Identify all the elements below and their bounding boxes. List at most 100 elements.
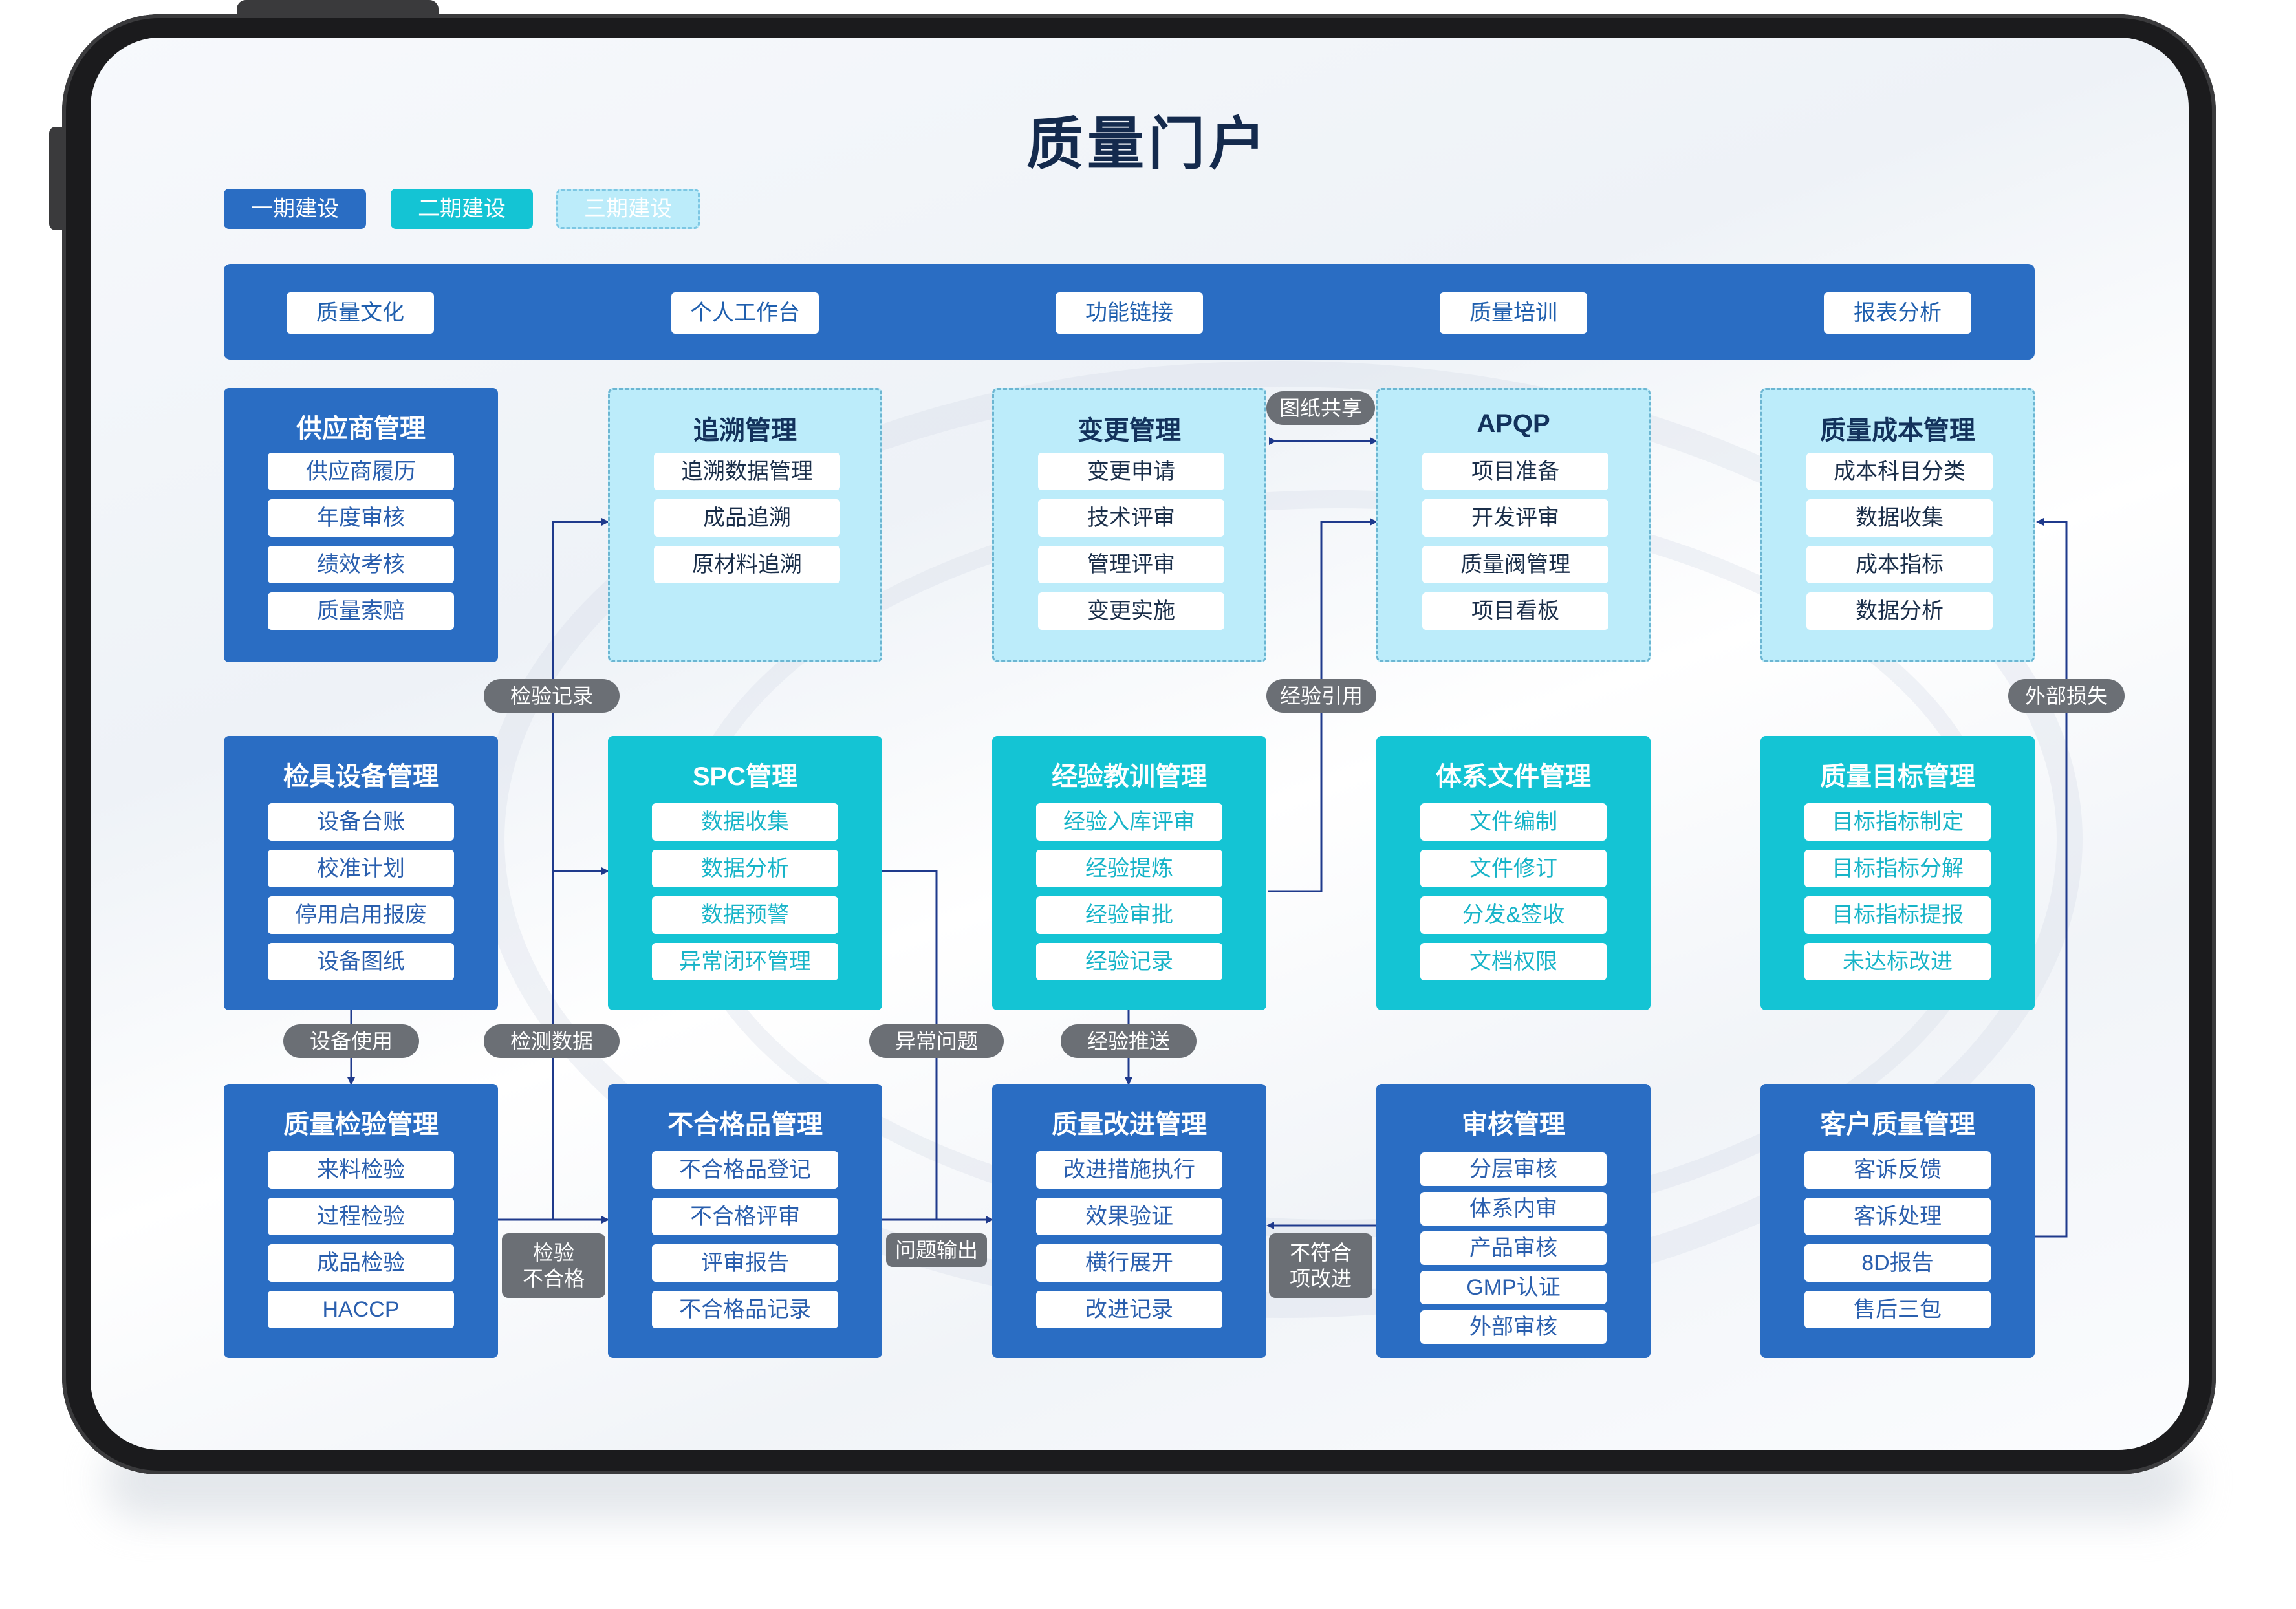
module-item[interactable]: 效果验证: [1036, 1198, 1222, 1235]
label-equipment-use: 设备使用: [283, 1024, 419, 1058]
module-customer-quality[interactable]: 客户质量管理 客诉反馈 客诉处理 8D报告 售后三包: [1760, 1084, 2035, 1358]
module-title: 体系文件管理: [1436, 762, 1591, 791]
module-item[interactable]: 横行展开: [1036, 1244, 1222, 1282]
module-title: 变更管理: [1078, 416, 1181, 445]
module-item[interactable]: 成品检验: [268, 1244, 454, 1282]
module-item[interactable]: 来料检验: [268, 1151, 454, 1189]
module-title: 不合格品管理: [667, 1110, 823, 1139]
module-title: 经验教训管理: [1052, 762, 1207, 791]
module-item[interactable]: 目标指标制定: [1804, 803, 1991, 841]
module-item[interactable]: 技术评审: [1038, 499, 1224, 537]
module-item[interactable]: 变更申请: [1038, 453, 1224, 490]
module-title: SPC管理: [692, 762, 798, 791]
module-item[interactable]: 成品追溯: [654, 499, 840, 537]
module-item[interactable]: 数据预警: [652, 896, 838, 934]
module-quality-inspection[interactable]: 质量检验管理 来料检验 过程检验 成品检验 HACCP: [224, 1084, 498, 1358]
label-experience-reference: 经验引用: [1266, 679, 1376, 713]
module-apqp[interactable]: APQP 项目准备 开发评审 质量阀管理 项目看板: [1376, 388, 1651, 662]
module-quality-improvement[interactable]: 质量改进管理 改进措施执行 效果验证 横行展开 改进记录: [992, 1084, 1266, 1358]
module-item[interactable]: 客诉处理: [1804, 1198, 1991, 1235]
nav-function-links[interactable]: 功能链接: [1056, 292, 1203, 334]
module-item[interactable]: 体系内审: [1420, 1192, 1607, 1226]
module-item[interactable]: 异常闭环管理: [652, 943, 838, 980]
module-item[interactable]: 不合格品登记: [652, 1151, 838, 1189]
module-title: 供应商管理: [296, 415, 426, 443]
module-item[interactable]: 改进记录: [1036, 1291, 1222, 1328]
module-item[interactable]: 变更实施: [1038, 592, 1224, 630]
module-quality-targets[interactable]: 质量目标管理 目标指标制定 目标指标分解 目标指标提报 未达标改进: [1760, 736, 2035, 1010]
label-line: 检验: [532, 1241, 574, 1264]
module-item[interactable]: 数据收集: [652, 803, 838, 841]
module-item[interactable]: 分层审核: [1420, 1152, 1607, 1186]
module-item[interactable]: 经验提炼: [1036, 850, 1222, 887]
module-item[interactable]: 不合格品记录: [652, 1291, 838, 1328]
module-item[interactable]: 产品审核: [1420, 1231, 1607, 1265]
nav-report-analysis[interactable]: 报表分析: [1824, 292, 1971, 334]
module-supplier[interactable]: 供应商管理 供应商履历 年度审核 绩效考核 质量索赔: [224, 388, 498, 662]
module-item[interactable]: 成本指标: [1806, 546, 1993, 583]
module-title: 质量目标管理: [1820, 762, 1975, 791]
module-item[interactable]: HACCP: [268, 1291, 454, 1328]
module-item[interactable]: GMP认证: [1420, 1271, 1607, 1304]
module-item[interactable]: 原材料追溯: [654, 546, 840, 583]
module-item[interactable]: 过程检验: [268, 1198, 454, 1235]
module-item[interactable]: 未达标改进: [1804, 943, 1991, 980]
module-item[interactable]: 设备图纸: [268, 943, 454, 980]
module-item[interactable]: 目标指标分解: [1804, 850, 1991, 887]
module-item[interactable]: 经验记录: [1036, 943, 1222, 980]
module-item[interactable]: 质量阀管理: [1422, 546, 1608, 583]
module-title: 客户质量管理: [1820, 1110, 1975, 1139]
module-audit[interactable]: 审核管理 分层审核 体系内审 产品审核 GMP认证 外部审核: [1376, 1084, 1651, 1358]
module-item[interactable]: 数据分析: [652, 850, 838, 887]
module-title: 追溯管理: [693, 416, 797, 445]
module-item[interactable]: 售后三包: [1804, 1291, 1991, 1328]
module-item[interactable]: 经验审批: [1036, 896, 1222, 934]
module-item[interactable]: 追溯数据管理: [654, 453, 840, 490]
module-item[interactable]: 管理评审: [1038, 546, 1224, 583]
module-system-documents[interactable]: 体系文件管理 文件编制 文件修订 分发&签收 文档权限: [1376, 736, 1651, 1010]
module-gauge-equipment[interactable]: 检具设备管理 设备台账 校准计划 停用启用报废 设备图纸: [224, 736, 498, 1010]
module-item[interactable]: 目标指标提报: [1804, 896, 1991, 934]
nav-quality-training[interactable]: 质量培训: [1440, 292, 1587, 334]
module-item[interactable]: 绩效考核: [268, 546, 454, 583]
module-item[interactable]: 8D报告: [1804, 1244, 1991, 1282]
module-nonconforming[interactable]: 不合格品管理 不合格品登记 不合格评审 评审报告 不合格品记录: [608, 1084, 882, 1358]
module-item[interactable]: 文件编制: [1420, 803, 1607, 841]
module-item[interactable]: 文件修订: [1420, 850, 1607, 887]
module-item[interactable]: 数据分析: [1806, 592, 1993, 630]
module-title: 质量改进管理: [1052, 1110, 1207, 1139]
module-spc[interactable]: SPC管理 数据收集 数据分析 数据预警 异常闭环管理: [608, 736, 882, 1010]
module-item[interactable]: 文档权限: [1420, 943, 1607, 980]
module-item[interactable]: 经验入库评审: [1036, 803, 1222, 841]
module-item[interactable]: 开发评审: [1422, 499, 1608, 537]
label-line: 不合格: [522, 1267, 585, 1290]
module-item[interactable]: 不合格评审: [652, 1198, 838, 1235]
module-item[interactable]: 校准计划: [268, 850, 454, 887]
module-item[interactable]: 项目看板: [1422, 592, 1608, 630]
module-item[interactable]: 评审报告: [652, 1244, 838, 1282]
module-item[interactable]: 设备台账: [268, 803, 454, 841]
module-item[interactable]: 分发&签收: [1420, 896, 1607, 934]
nav-personal-workbench[interactable]: 个人工作台: [671, 292, 819, 334]
module-lessons-learned[interactable]: 经验教训管理 经验入库评审 经验提炼 经验审批 经验记录: [992, 736, 1266, 1010]
module-item[interactable]: 项目准备: [1422, 453, 1608, 490]
module-item[interactable]: 年度审核: [268, 499, 454, 537]
label-abnormal-issue: 异常问题: [869, 1024, 1004, 1058]
module-item[interactable]: 供应商履历: [268, 453, 454, 490]
module-item[interactable]: 客诉反馈: [1804, 1151, 1991, 1189]
module-item[interactable]: 成本科目分类: [1806, 453, 1993, 490]
module-change[interactable]: 变更管理 变更申请 技术评审 管理评审 变更实施: [992, 388, 1266, 662]
module-trace[interactable]: 追溯管理 追溯数据管理 成品追溯 原材料追溯: [608, 388, 882, 662]
module-item[interactable]: 外部审核: [1420, 1310, 1607, 1344]
module-title: 质量检验管理: [283, 1110, 439, 1139]
module-item[interactable]: 停用启用报废: [268, 896, 454, 934]
module-item[interactable]: 质量索赔: [268, 592, 454, 630]
legend-phase-2: 二期建设: [391, 189, 533, 229]
module-item[interactable]: 数据收集: [1806, 499, 1993, 537]
module-quality-cost[interactable]: 质量成本管理 成本科目分类 数据收集 成本指标 数据分析: [1760, 388, 2035, 662]
module-item[interactable]: 改进措施执行: [1036, 1151, 1222, 1189]
legend-phase-1: 一期建设: [224, 189, 366, 229]
nav-quality-culture[interactable]: 质量文化: [287, 292, 434, 334]
module-title: APQP: [1477, 409, 1550, 438]
module-title: 审核管理: [1462, 1110, 1565, 1139]
